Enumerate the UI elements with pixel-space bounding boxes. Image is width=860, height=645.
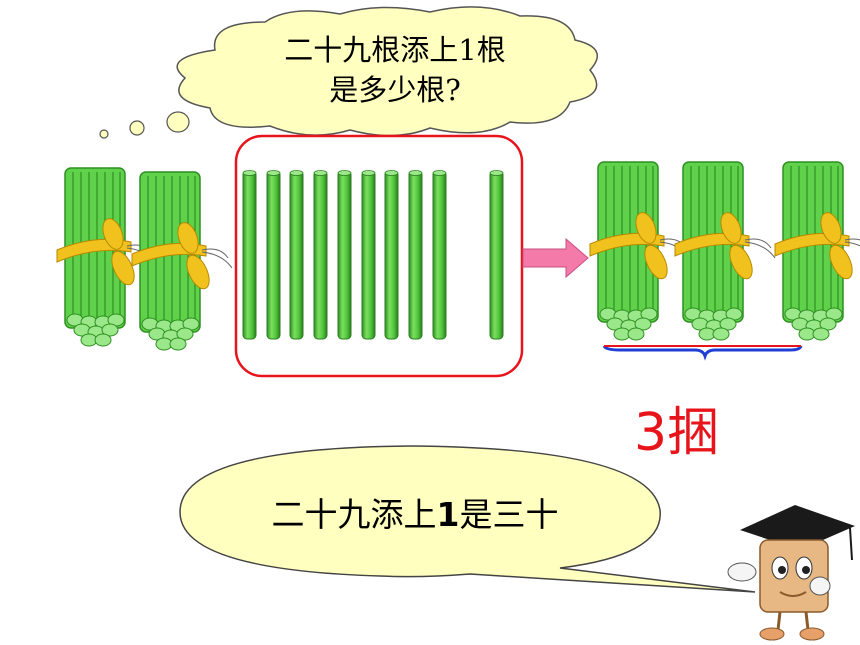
brace [602,345,803,361]
bundle-2 [131,171,233,351]
question-line-1: 二十九根添上1根 [284,33,506,67]
question-line-2: 是多少根? [329,73,461,107]
bundle-5 [774,161,860,341]
bundle-4 [674,161,776,341]
thought-bubble [99,6,599,139]
speech-bubble [179,445,756,593]
mascot-icon [727,505,855,641]
answer-suffix: 是三十 [459,495,559,534]
answer-text: 二十九添上1是三十 [180,488,650,536]
answer-prefix: 二十九添上 [271,495,437,534]
result-label: 3捆 [634,403,720,463]
loose-sticks-frame [234,134,524,378]
loose-sticks [242,170,504,340]
right-arrow-icon [522,237,589,279]
question-text: 二十九根添上1根 是多少根? [215,30,575,110]
answer-number: 1 [436,495,460,534]
